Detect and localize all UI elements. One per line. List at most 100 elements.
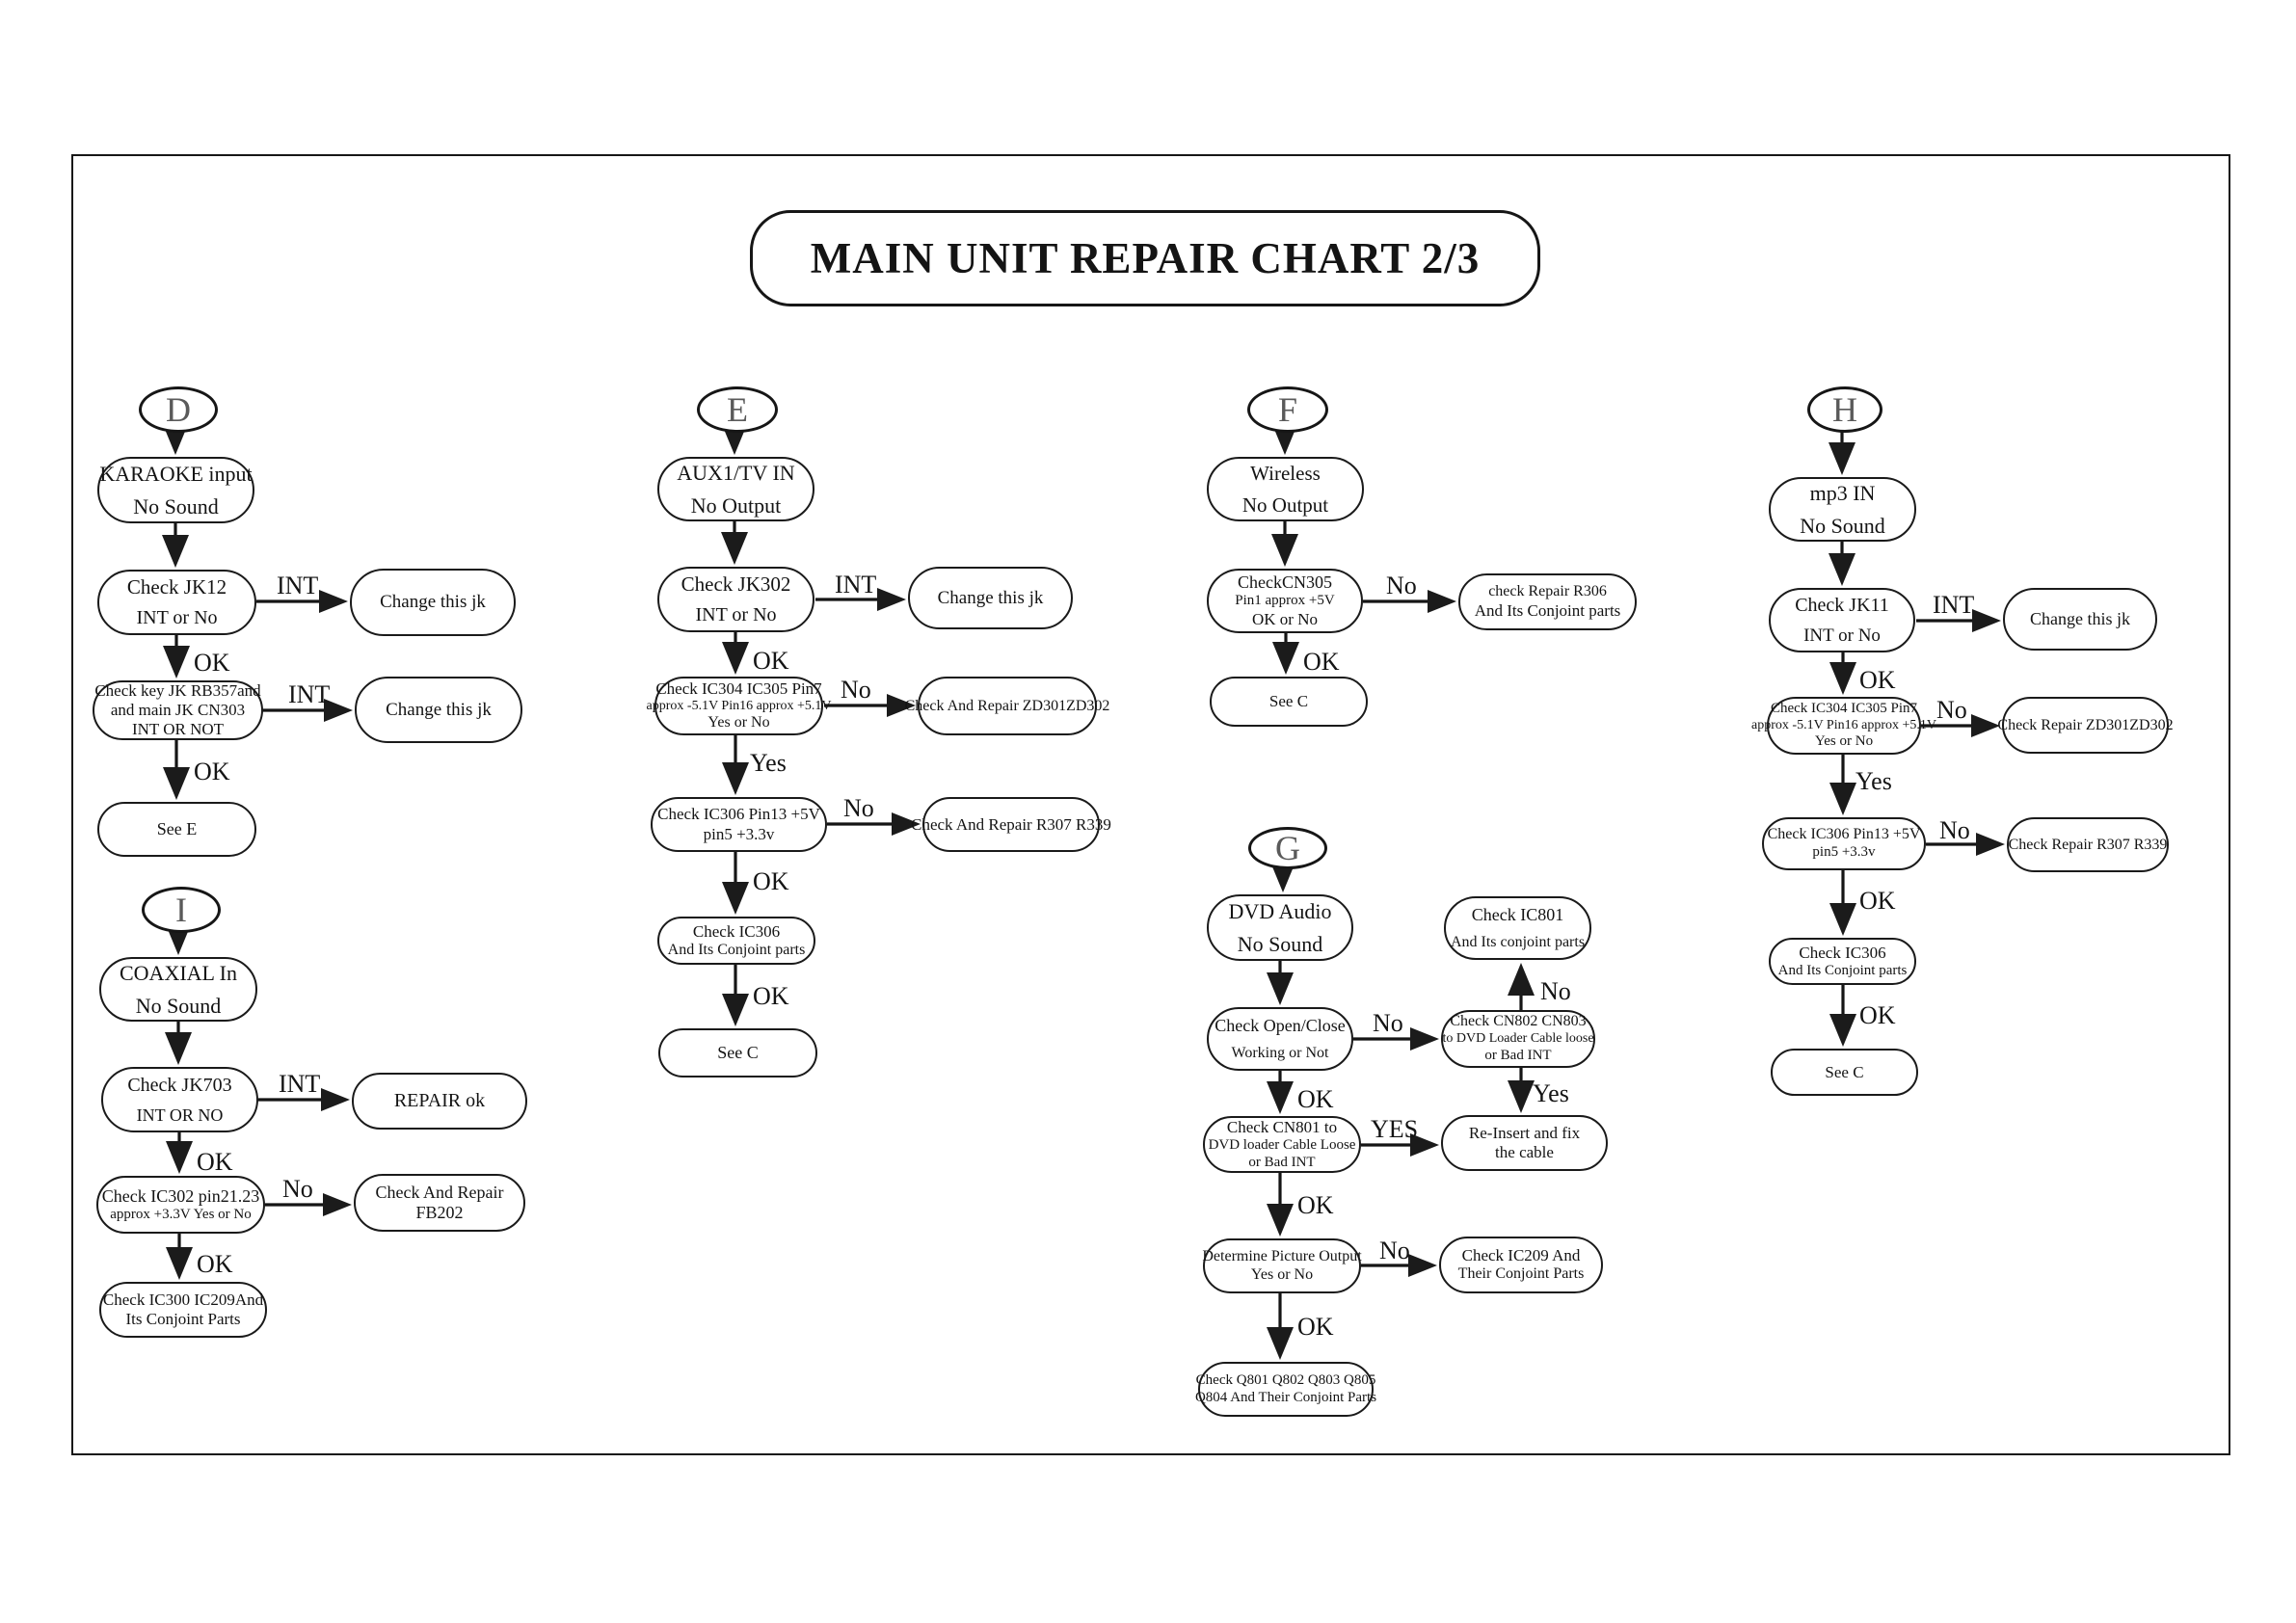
- edge-label-ok: OK: [1297, 1313, 1334, 1341]
- edge-label-ok: OK: [1859, 887, 1896, 915]
- node-h-check-ic306: Check IC306 And Its Conjoint parts: [1769, 938, 1916, 985]
- node-i-repair-ok: REPAIR ok: [352, 1073, 527, 1130]
- edge-label-no: No: [1540, 977, 1571, 1005]
- edge-label-int: INT: [835, 571, 877, 599]
- arrow-h-ok2: [1829, 870, 1856, 936]
- node-d-check-key-jk: Check key JK RB357and and main JK CN303 …: [93, 680, 263, 740]
- edge-label-yes: Yes: [1855, 767, 1892, 795]
- edge-label-ok: OK: [194, 758, 230, 785]
- node-h-repair-zd301zd302: Check Repair ZD301ZD302: [1997, 697, 2174, 754]
- edge-label-ok: OK: [197, 1250, 233, 1278]
- node-d-change-jk-1: Change this jk: [350, 569, 516, 636]
- arrow-f-ok: [1272, 633, 1299, 675]
- arrow-e-no1: [824, 694, 916, 717]
- arrow-h-int: [1916, 609, 2001, 632]
- edge-label-ok: OK: [197, 1148, 233, 1176]
- arrow-g-no1: [1353, 1027, 1439, 1051]
- edge-label-no: No: [841, 676, 871, 704]
- node-e-change-jk: Change this jk: [908, 567, 1073, 629]
- edge-label-ok: OK: [753, 867, 789, 895]
- node-f-repair-r306: check Repair R306 And Its Conjoint parts: [1458, 573, 1637, 630]
- node-i-start: COAXIAL In No Sound: [99, 957, 257, 1022]
- edge-label-ok: OK: [1859, 666, 1896, 694]
- edge-label-int: INT: [288, 680, 331, 708]
- edge-label-ok: OK: [753, 982, 789, 1010]
- arrow-e-yes: [722, 735, 749, 795]
- node-f-check-cn305: CheckCN305 Pin1 approx +5V OK or No: [1207, 569, 1363, 633]
- edge-label-ok: OK: [753, 647, 789, 675]
- node-d-check-jk12: Check JK12 INT or No: [97, 570, 256, 635]
- edge-label-no: No: [1936, 696, 1967, 724]
- node-f-start: Wireless No Output: [1207, 457, 1364, 521]
- edge-label-ok: OK: [194, 649, 230, 677]
- node-g-determine-picture: Determine Picture Output Yes or No: [1202, 1238, 1362, 1293]
- node-h-check-ic306-pins: Check IC306 Pin13 +5V pin5 +3.3v: [1762, 817, 1926, 870]
- node-e-start: AUX1/TV IN No Output: [657, 457, 814, 521]
- arrow-e-ok2: [722, 852, 749, 915]
- node-e-see-c: See C: [658, 1028, 817, 1078]
- node-g-reinsert-cable: Re-Insert and fix the cable: [1441, 1115, 1608, 1171]
- arrow-h-no2: [1926, 833, 2005, 856]
- node-e-check-ic306-pins: Check IC306 Pin13 +5V pin5 +3.3v: [651, 797, 827, 852]
- arrow-i-int: [258, 1088, 350, 1111]
- node-e-check-jk302: Check JK302 INT or No: [657, 567, 814, 632]
- arrow-d-int2: [262, 699, 353, 722]
- arrow-h-ok3: [1829, 985, 1856, 1047]
- arrow-d-a: [162, 523, 189, 568]
- arrow-i-a: [165, 1022, 192, 1065]
- arrow-h-a: [1829, 542, 1855, 586]
- node-g-start: DVD Audio No Sound: [1207, 894, 1353, 961]
- arrow-g-yes2: [1361, 1133, 1439, 1157]
- node-e-repair-r307-r339: Check And Repair R307 R339: [911, 797, 1111, 852]
- node-e-repair-zd301zd302: Check And Repair ZD301ZD302: [905, 677, 1109, 735]
- node-h-change-jk: Change this jk: [2003, 588, 2157, 651]
- arrow-e-ok3: [722, 965, 749, 1026]
- edge-label-no: No: [1386, 572, 1417, 599]
- node-e-check-ic306: Check IC306 And Its Conjoint parts: [657, 917, 815, 965]
- connector-e: E: [697, 386, 778, 433]
- arrow-f-no: [1363, 590, 1456, 613]
- arrow-i-ok1: [166, 1132, 193, 1174]
- node-g-check-ic209: Check IC209 And Their Conjoint Parts: [1439, 1237, 1603, 1293]
- arrow-h-yes: [1829, 755, 1856, 815]
- connector-i: I: [142, 887, 221, 933]
- edge-label-yes: Yes: [1533, 1079, 1569, 1107]
- edge-label-int: INT: [1933, 591, 1975, 619]
- node-h-see-c: See C: [1771, 1049, 1918, 1096]
- edge-label-int: INT: [279, 1070, 321, 1098]
- arrow-e-ok1: [722, 632, 749, 675]
- arrow-g-ok3: [1267, 1293, 1294, 1360]
- edge-label-no: No: [282, 1175, 313, 1203]
- arrow-d-ok2: [163, 740, 190, 800]
- edge-label-no: No: [1373, 1009, 1403, 1037]
- arrow-f-a: [1271, 521, 1298, 567]
- arrow-e-no2: [827, 812, 921, 836]
- node-d-start: KARAOKE input No Sound: [97, 457, 254, 523]
- arrow-h-no1: [1921, 714, 2000, 737]
- node-d-change-jk-2: Change this jk: [355, 677, 522, 743]
- connector-g: G: [1248, 827, 1327, 869]
- chart-title-box: MAIN UNIT REPAIR CHART 2/3: [750, 210, 1540, 306]
- node-h-check-ic304: Check IC304 IC305 Pin7 approx -5.1V Pin1…: [1751, 697, 1936, 755]
- arrow-g-no3: [1361, 1254, 1437, 1277]
- arrow-i-no: [265, 1193, 352, 1216]
- edge-label-yes-caps: YES: [1371, 1115, 1419, 1143]
- arrow-h-ok1: [1829, 652, 1856, 695]
- node-i-check-ic302: Check IC302 pin21.23 approx +3.3V Yes or…: [96, 1176, 265, 1234]
- node-g-check-ic801: Check IC801 And Its conjoint parts: [1444, 896, 1591, 960]
- node-f-see-c: See C: [1210, 677, 1368, 727]
- arrow-i-ok2: [166, 1234, 193, 1280]
- node-e-check-ic304: Check IC304 IC305 Pin7 approx -5.1V Pin1…: [647, 677, 831, 735]
- page-border: [71, 154, 2230, 1455]
- edge-label-int: INT: [277, 572, 319, 599]
- arrow-g-a: [1267, 961, 1294, 1005]
- connector-f: F: [1247, 386, 1328, 433]
- edge-label-ok: OK: [1303, 648, 1340, 676]
- connector-d: D: [139, 386, 218, 433]
- edge-label-no: No: [843, 794, 874, 822]
- edge-label-ok: OK: [1859, 1001, 1896, 1029]
- node-i-repair-fb202: Check And Repair FB202: [354, 1174, 525, 1232]
- node-g-check-cn802-cn803: Check CN802 CN803 to DVD Loader Cable lo…: [1441, 1010, 1595, 1068]
- node-g-check-cn801: Check CN801 to DVD loader Cable Loose or…: [1203, 1116, 1361, 1173]
